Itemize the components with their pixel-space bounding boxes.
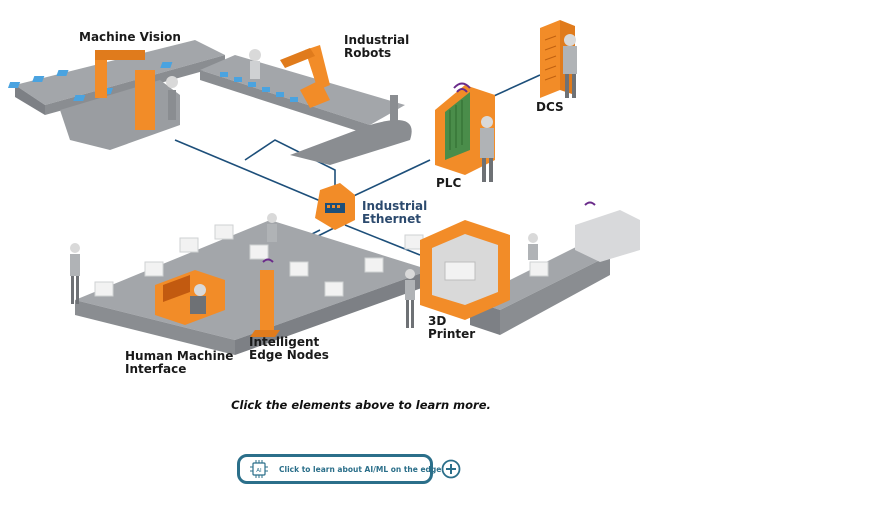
instruction-caption: Click the elements above to learn more. [231, 398, 491, 412]
aiml-learn-button[interactable]: AI Click to learn about AI/ML on the edg… [237, 454, 441, 484]
svg-text:AI: AI [256, 468, 262, 474]
machine-vision-station[interactable] [7, 40, 225, 150]
industrial-robots-station[interactable] [200, 45, 412, 165]
edge-nodes-label[interactable]: Intelligent Edge Nodes [249, 335, 329, 362]
machine-vision-label[interactable]: Machine Vision [79, 30, 181, 44]
printer-3d[interactable] [420, 220, 510, 320]
ethernet-hub[interactable] [315, 183, 355, 230]
edge-node[interactable] [250, 258, 280, 338]
printer-3d-label[interactable]: 3D Printer [428, 314, 476, 341]
industrial-ethernet-label[interactable]: Industrial Ethernet [362, 199, 428, 226]
plc-cabinet[interactable] [435, 82, 495, 183]
dcs-cabinet[interactable] [540, 20, 577, 98]
dcs-label[interactable]: DCS [536, 100, 564, 114]
ai-chip-icon: AI [249, 460, 269, 478]
factory-diagram [7, 20, 640, 355]
plc-label[interactable]: PLC [436, 176, 462, 190]
expand-plus-icon[interactable] [441, 459, 461, 479]
hmi-station[interactable] [155, 270, 225, 325]
workers [70, 213, 538, 328]
industrial-robots-label[interactable]: Industrial Robots [344, 33, 410, 60]
hmi-label[interactable]: Human Machine Interface [125, 349, 234, 376]
aiml-button-label: Click to learn about AI/ML on the edge [279, 464, 442, 474]
